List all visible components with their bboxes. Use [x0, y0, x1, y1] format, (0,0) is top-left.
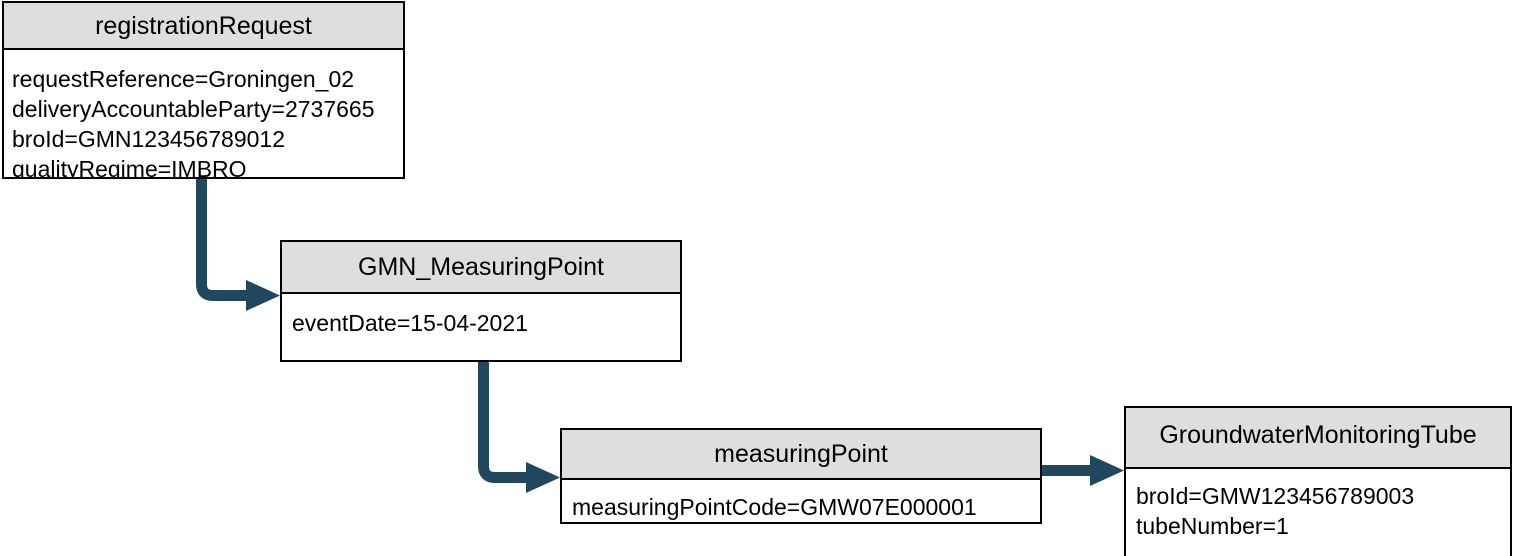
- attribute-row: broId=GMW123456789003: [1136, 483, 1415, 509]
- attribute-row: broId=GMN123456789012: [12, 126, 286, 152]
- object-box-attributes-measuring-point: measuringPointCode=GMW07E000001: [562, 480, 1040, 522]
- object-box-title-registration-request: registrationRequest: [4, 3, 403, 50]
- object-box-title-measuring-point: measuringPoint: [562, 430, 1040, 480]
- object-box-attributes-registration-request: requestReference=Groningen_02 deliveryAc…: [4, 50, 403, 179]
- attribute-row: qualityRegime=IMBRO: [12, 156, 247, 179]
- arrowhead-icon-3: [1090, 455, 1124, 486]
- connector-elbow-path-2: [478, 362, 528, 483]
- object-box-title-groundwater-monitoring-tube: GroundwaterMonitoringTube: [1126, 408, 1510, 469]
- object-box-attributes-gmn-measuring-point: eventDate=15-04-2021: [282, 294, 680, 338]
- object-box-registration-request[interactable]: registrationRequest requestReference=Gro…: [2, 1, 405, 179]
- attribute-row: tubeNumber=1: [1136, 513, 1289, 539]
- attribute-row: requestReference=Groningen_02: [12, 66, 355, 92]
- attribute-row: eventDate=15-04-2021: [292, 310, 528, 336]
- object-box-attributes-groundwater-monitoring-tube: broId=GMW123456789003 tubeNumber=1: [1126, 469, 1510, 541]
- object-box-title-gmn-measuring-point: GMN_MeasuringPoint: [282, 242, 680, 294]
- arrowhead-icon-2: [526, 462, 560, 493]
- connector-elbow-path-1: [196, 178, 248, 301]
- object-box-gmn-measuring-point[interactable]: GMN_MeasuringPoint eventDate=15-04-2021: [280, 240, 682, 362]
- attribute-row: deliveryAccountableParty=2737665: [12, 96, 375, 122]
- arrowhead-icon-1: [246, 280, 280, 311]
- attribute-row: measuringPointCode=GMW07E000001: [572, 494, 977, 520]
- object-box-measuring-point[interactable]: measuringPoint measuringPointCode=GMW07E…: [560, 428, 1042, 524]
- object-box-groundwater-monitoring-tube[interactable]: GroundwaterMonitoringTube broId=GMW12345…: [1124, 406, 1512, 556]
